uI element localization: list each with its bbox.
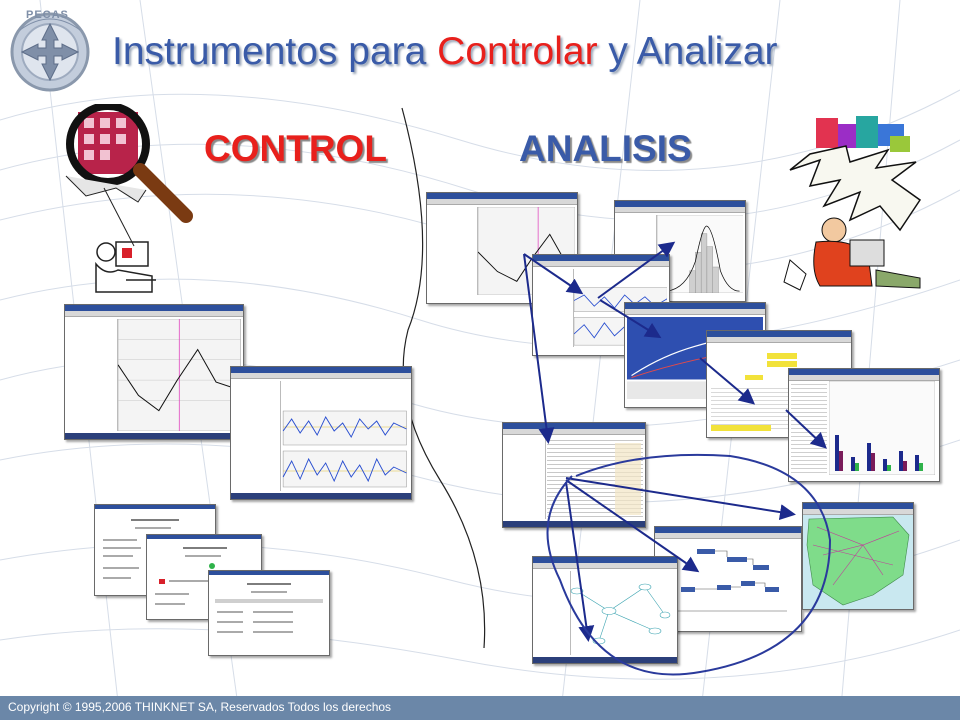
control-report-doc-3[interactable] [208, 570, 330, 656]
copyright-text: Copyright © 1995,2006 THINKNET SA, Reser… [8, 700, 392, 714]
footer-bar: Copyright © 1995,2006 THINKNET SA, Reser… [0, 696, 960, 720]
person-at-computer-icon [95, 241, 156, 293]
analysis-map-window[interactable] [802, 502, 914, 610]
title-part-4: Analizar [636, 30, 778, 73]
title-part-2: Controlar [437, 30, 598, 73]
control-trend-window[interactable] [64, 304, 244, 440]
analysis-bar-chart [829, 381, 935, 475]
analysis-network-chart [570, 583, 671, 645]
analysis-map-chart [803, 515, 913, 609]
control-trend-chart [117, 318, 242, 432]
section-analisis-heading: ANALISIS [519, 128, 692, 169]
stressed-worker-icon [783, 116, 922, 291]
title-part-3: y [597, 30, 637, 73]
analysis-data-grid-window[interactable] [502, 422, 646, 528]
analysis-bar-window[interactable] [788, 368, 940, 482]
analysis-gantt-chart [667, 549, 787, 612]
pecas-logo-icon [10, 12, 90, 92]
analysis-gantt-window[interactable] [654, 526, 802, 632]
pointer-line [103, 187, 135, 247]
title-part-1: Instrumentos para [112, 30, 438, 73]
control-series-window[interactable] [230, 366, 412, 500]
slide-title: Instrumentos para Controlar y Analizar [112, 30, 778, 74]
magnifier-building-icon [65, 104, 193, 223]
logo-text: PECAS [26, 9, 69, 21]
control-series-chart [281, 381, 409, 491]
section-control-heading: CONTROL [204, 128, 387, 169]
